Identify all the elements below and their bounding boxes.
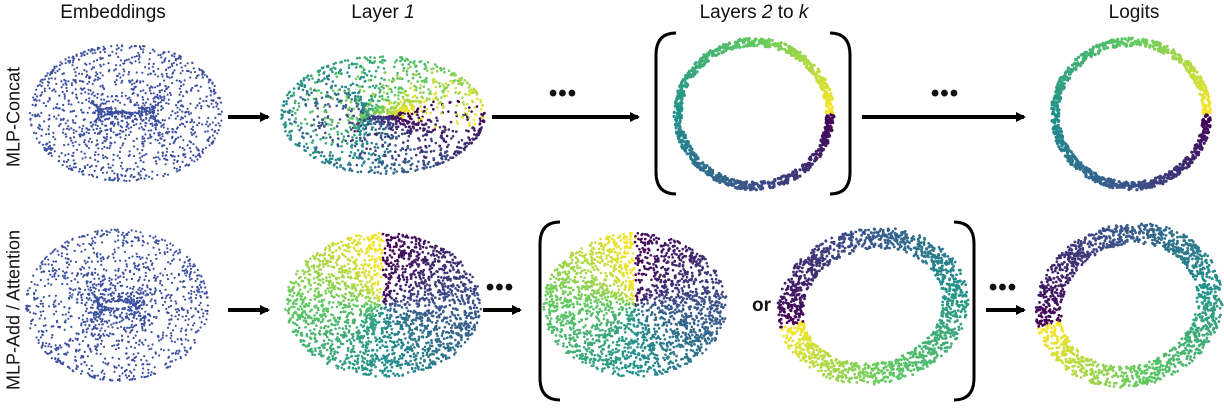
point-clouds — [25, 36, 1224, 389]
header-logits: Logits — [1108, 2, 1160, 23]
bracket-bottom-left — [538, 220, 561, 402]
ring-cloud-logits — [1050, 36, 1212, 192]
ellipsis-bottom-1: ••• — [485, 274, 515, 301]
bracket-bottom-right — [953, 220, 976, 402]
header-embeddings: Embeddings — [60, 2, 166, 23]
ring-cloud-layers-bottom-alt — [776, 227, 970, 386]
header-layers-2-to-k: Layers 2 to k — [699, 2, 809, 23]
embedding-cloud-bottom — [25, 228, 209, 382]
ring-cloud-logits-bottom — [1034, 222, 1224, 389]
ellipsis-top-1: ••• — [548, 80, 578, 107]
layer1-cloud-top — [280, 55, 486, 175]
disk-cloud-layers-bottom — [542, 231, 728, 378]
or-label: or — [752, 295, 771, 316]
bracket-top-left — [654, 31, 677, 196]
ellipsis-top-2: ••• — [930, 80, 960, 107]
bracket-top-right — [829, 31, 852, 196]
disk-cloud-layer1-bottom — [284, 231, 483, 378]
embedding-cloud-top — [28, 44, 223, 183]
header-layer-1: Layer 1 — [351, 2, 415, 23]
ring-cloud-layers — [672, 36, 836, 192]
ellipsis-bottom-2: ••• — [988, 274, 1018, 301]
